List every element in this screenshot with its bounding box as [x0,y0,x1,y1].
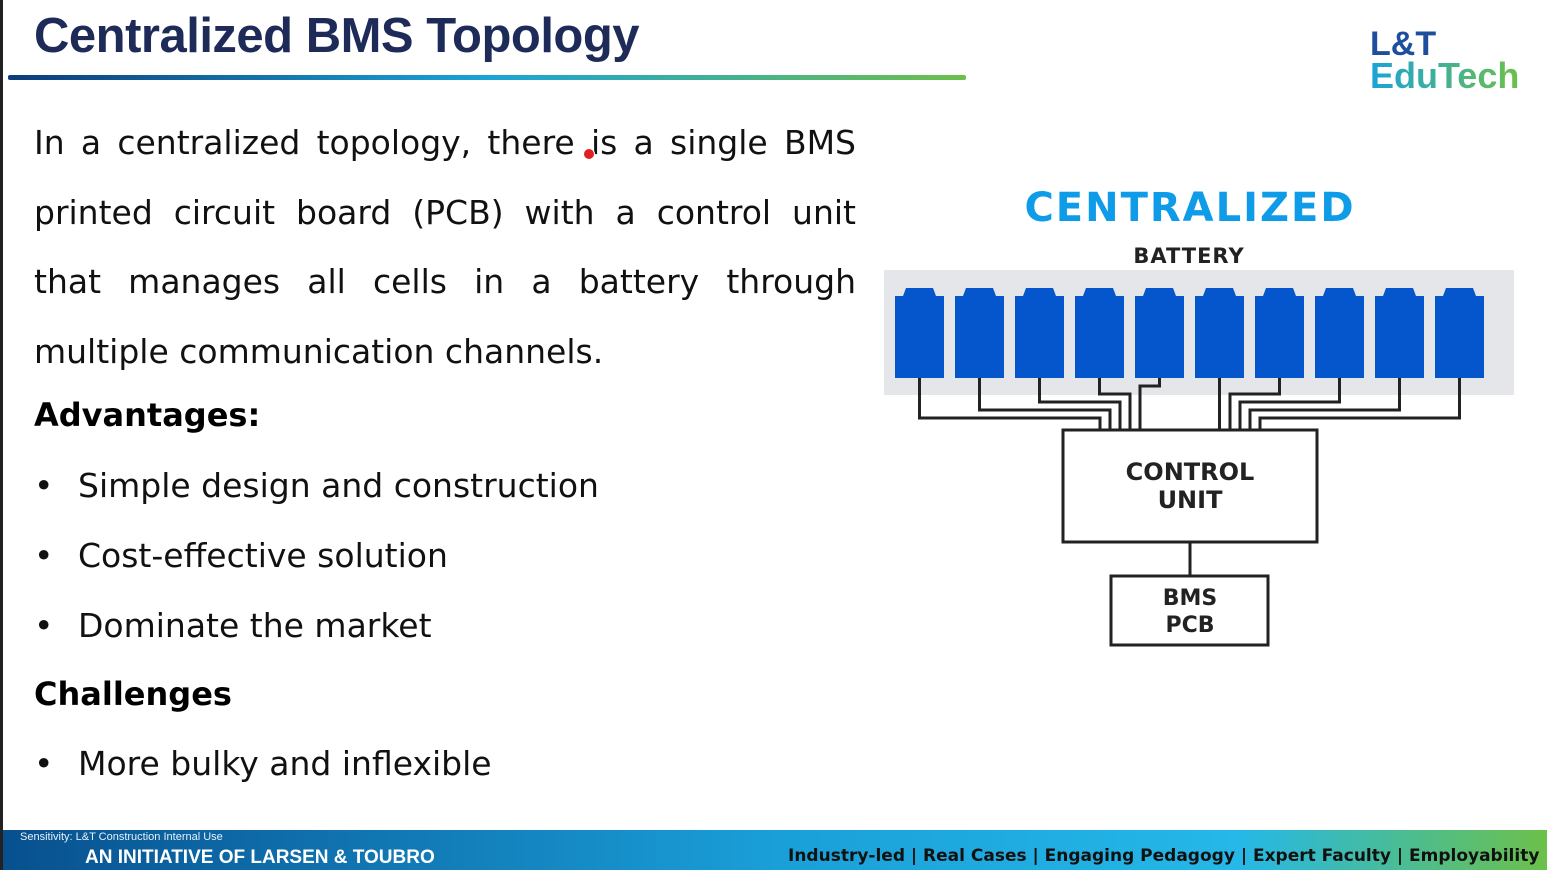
battery-cell [895,288,944,378]
bms-pcb-label: PCB [1165,613,1214,638]
communication-wire [1238,378,1341,430]
communication-wire [1258,378,1461,430]
battery-cell [1435,288,1484,378]
communication-wire [1228,378,1281,430]
bullet-icon: • [34,466,54,505]
battery-cell [1255,288,1304,378]
battery-cell [1075,288,1124,378]
battery-cell [1315,288,1364,378]
advantages-heading: Advantages: [34,396,261,434]
battery-label: BATTERY [1133,244,1244,268]
sensitivity-label: Sensitivity: L&T Construction Internal U… [20,831,223,843]
list-item-text: More bulky and inflexible [78,744,492,783]
footer-initiative: AN INITIATIVE OF LARSEN & TOUBRO [85,847,435,868]
list-item: • Dominate the market [34,606,432,645]
list-item-text: Simple design and construction [78,466,599,505]
control-unit-label: CONTROL [1126,458,1255,486]
battery-cell [1195,288,1244,378]
list-item: • Cost-effective solution [34,536,448,575]
control-unit-box [1061,428,1319,544]
battery-cell [955,288,1004,378]
bms-pcb-label: BMS [1163,586,1218,611]
list-item-text: Dominate the market [78,606,432,645]
communication-wire [918,378,1102,430]
battery-cell [1135,288,1184,378]
battery-cell [1015,288,1064,378]
challenges-heading: Challenges [34,675,232,713]
list-item-text: Cost-effective solution [78,536,448,575]
list-item: • Simple design and construction [34,466,599,505]
bullet-icon: • [34,536,54,575]
communication-wire [1138,378,1161,430]
slide-title: Centralized BMS Topology [34,9,640,63]
communication-wire [1038,378,1122,430]
footer-tagline: Industry-led | Real Cases | Engaging Ped… [788,846,1540,866]
communication-wire [1098,378,1132,430]
control-unit-label: UNIT [1158,486,1224,514]
bullet-icon: • [34,606,54,645]
communication-wire [978,378,1112,430]
communication-wire [1248,378,1401,430]
bullet-icon: • [34,744,54,783]
lt-edutech-logo: L&T EduTech [1370,25,1520,96]
intro-paragraph: In a centralized topology, there is a si… [34,123,856,371]
list-item: • More bulky and inflexible [34,744,492,783]
battery-cell [1375,288,1424,378]
bms-pcb-box [1109,574,1270,647]
window-edge [0,0,3,870]
logo-lt: L&T [1370,25,1437,63]
pointer-cursor-icon [583,148,595,160]
logo-edutech: EduTech [1370,55,1520,96]
footer-bar: Sensitivity: L&T Construction Internal U… [3,830,1547,870]
title-underline [8,75,966,80]
diagram-title: CENTRALIZED [1024,185,1355,231]
